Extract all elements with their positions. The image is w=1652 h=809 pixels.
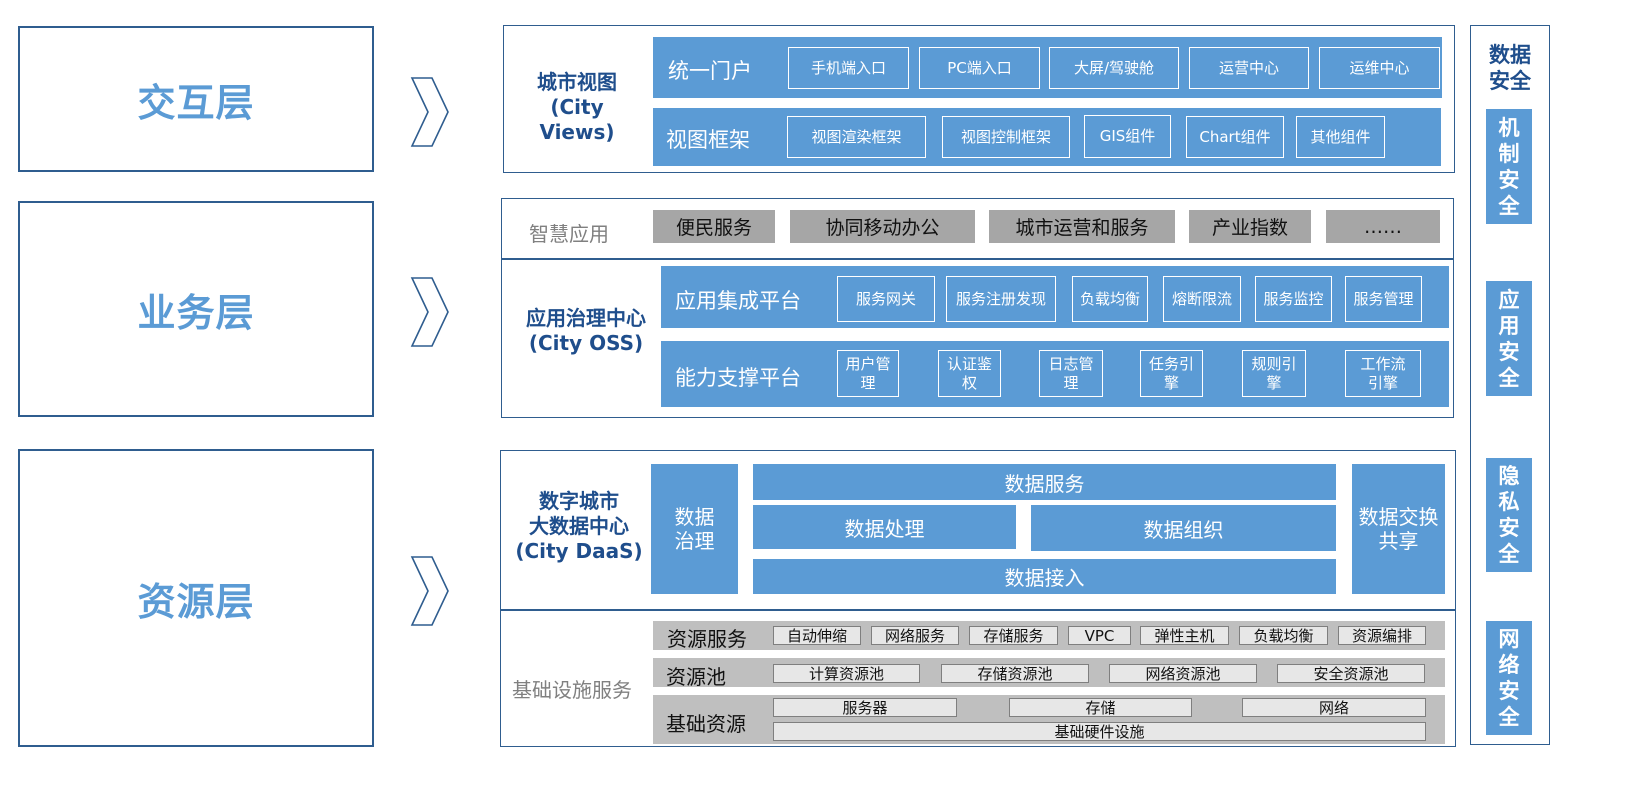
layer-box-interaction: 交互层 (18, 26, 374, 172)
data-governance-label: 数据治理 (674, 505, 715, 553)
capability-item: 规则引擎 (1242, 350, 1306, 397)
framework-item: 视图渲染框架 (787, 116, 926, 158)
smart-apps-label: 智慧应用 (529, 222, 609, 246)
data-processing-block: 数据处理 (753, 505, 1016, 549)
resource-pool-label: 资源池 (666, 665, 726, 689)
resource-service-item: 负载均衡 (1239, 626, 1328, 645)
base-resource-item: 服务器 (773, 698, 957, 717)
security-item-network: 网络安全 (1486, 621, 1532, 735)
city-daas-title-line1: 数字城市 (539, 489, 619, 513)
resource-service-item: 存储服务 (969, 626, 1058, 645)
chevron-right-icon (410, 556, 449, 626)
framework-item: 视图控制框架 (942, 116, 1070, 158)
base-hardware-item: 基础硬件设施 (773, 722, 1426, 741)
framework-row (653, 108, 1441, 166)
security-item-label: 网络安全 (1498, 627, 1520, 729)
resource-pool-item: 计算资源池 (773, 664, 920, 683)
layer-title-interaction: 交互层 (137, 80, 255, 125)
resource-pool-item: 网络资源池 (1109, 664, 1257, 683)
smart-app-item: 协同移动办公 (790, 210, 975, 243)
capability-item: 任务引擎 (1140, 350, 1203, 397)
framework-item: GIS组件 (1084, 115, 1171, 158)
smart-app-item: …… (1326, 210, 1440, 243)
smart-app-item: 产业指数 (1189, 210, 1311, 243)
infrastructure-label: 基础设施服务 (512, 678, 632, 702)
security-item-application: 应用安全 (1486, 281, 1532, 396)
resource-service-item: VPC (1068, 626, 1131, 645)
city-views-title-en: (City Views) (539, 95, 615, 144)
smart-apps-panel (501, 198, 1454, 259)
layer-box-resource: 资源层 (18, 449, 374, 747)
base-resource-item: 存储 (1009, 698, 1192, 717)
layer-box-business: 业务层 (18, 201, 374, 417)
smart-app-item: 城市运营和服务 (989, 210, 1175, 243)
security-item-label: 机制安全 (1498, 115, 1520, 218)
resource-service-item: 资源编排 (1338, 626, 1426, 645)
integration-label: 应用集成平台 (675, 289, 801, 313)
integration-item: 服务管理 (1345, 276, 1422, 322)
capability-label: 能力支撑平台 (675, 366, 801, 390)
integration-item: 服务注册发现 (946, 276, 1056, 322)
data-exchange-label: 数据交换共享 (1358, 505, 1439, 553)
layer-title-business: 业务层 (137, 290, 255, 335)
portal-item: PC端入口 (919, 47, 1040, 89)
resource-service-item: 自动伸缩 (773, 626, 861, 645)
city-daas-title-line3: (City DaaS) (515, 539, 643, 563)
resource-service-label: 资源服务 (667, 627, 747, 651)
layer-title-resource: 资源层 (137, 579, 255, 624)
security-title-text: 数据安全 (1489, 43, 1531, 93)
security-item-mechanism: 机制安全 (1486, 109, 1532, 224)
chevron-right-icon (410, 77, 449, 147)
portal-item: 大屏/驾驶舱 (1049, 47, 1179, 89)
chevron-right-icon (410, 277, 449, 347)
portal-item: 运维中心 (1319, 47, 1440, 89)
capability-item: 日志管理 (1039, 350, 1103, 397)
smart-app-item: 便民服务 (653, 210, 775, 243)
portal-item: 手机端入口 (788, 47, 909, 89)
city-views-title: 城市视图 (City Views) (510, 70, 644, 145)
data-organization-block: 数据组织 (1031, 505, 1336, 551)
framework-item: Chart组件 (1186, 116, 1284, 158)
data-ingestion-block: 数据接入 (753, 559, 1336, 594)
security-title: 数据安全 (1488, 42, 1532, 94)
integration-item: 熔断限流 (1163, 276, 1241, 322)
capability-item: 工作流引擎 (1345, 350, 1421, 397)
data-service-block: 数据服务 (753, 464, 1336, 500)
framework-item: 其他组件 (1296, 116, 1385, 158)
portal-row (653, 37, 1442, 98)
security-item-label: 隐私安全 (1498, 464, 1520, 566)
framework-label: 视图框架 (666, 128, 750, 152)
portal-item: 运营中心 (1189, 47, 1309, 89)
city-oss-title: 应用治理中心 (City OSS) (516, 306, 656, 356)
security-item-label: 应用安全 (1498, 287, 1520, 390)
base-resource-item: 网络 (1242, 698, 1426, 717)
resource-pool-item: 安全资源池 (1277, 664, 1425, 683)
base-resource-label: 基础资源 (666, 712, 746, 736)
resource-service-item: 网络服务 (871, 626, 959, 645)
integration-item: 服务网关 (837, 276, 935, 322)
resource-pool-item: 存储资源池 (941, 664, 1089, 683)
data-exchange-block: 数据交换共享 (1352, 464, 1445, 594)
city-views-title-cn: 城市视图 (537, 70, 617, 94)
capability-item: 认证鉴权 (938, 350, 1001, 397)
city-daas-title-line2: 大数据中心 (529, 514, 629, 538)
city-daas-title: 数字城市 大数据中心 (City DaaS) (512, 489, 646, 564)
integration-item: 服务监控 (1255, 276, 1332, 322)
integration-item: 负载均衡 (1072, 276, 1148, 322)
portal-label: 统一门户 (668, 59, 752, 83)
capability-item: 用户管理 (837, 350, 899, 397)
resource-service-item: 弹性主机 (1140, 626, 1229, 645)
data-governance-block: 数据治理 (651, 464, 738, 594)
city-oss-title-cn: 应用治理中心 (526, 306, 646, 330)
security-item-privacy: 隐私安全 (1486, 458, 1532, 572)
city-oss-title-en: (City OSS) (528, 331, 644, 355)
